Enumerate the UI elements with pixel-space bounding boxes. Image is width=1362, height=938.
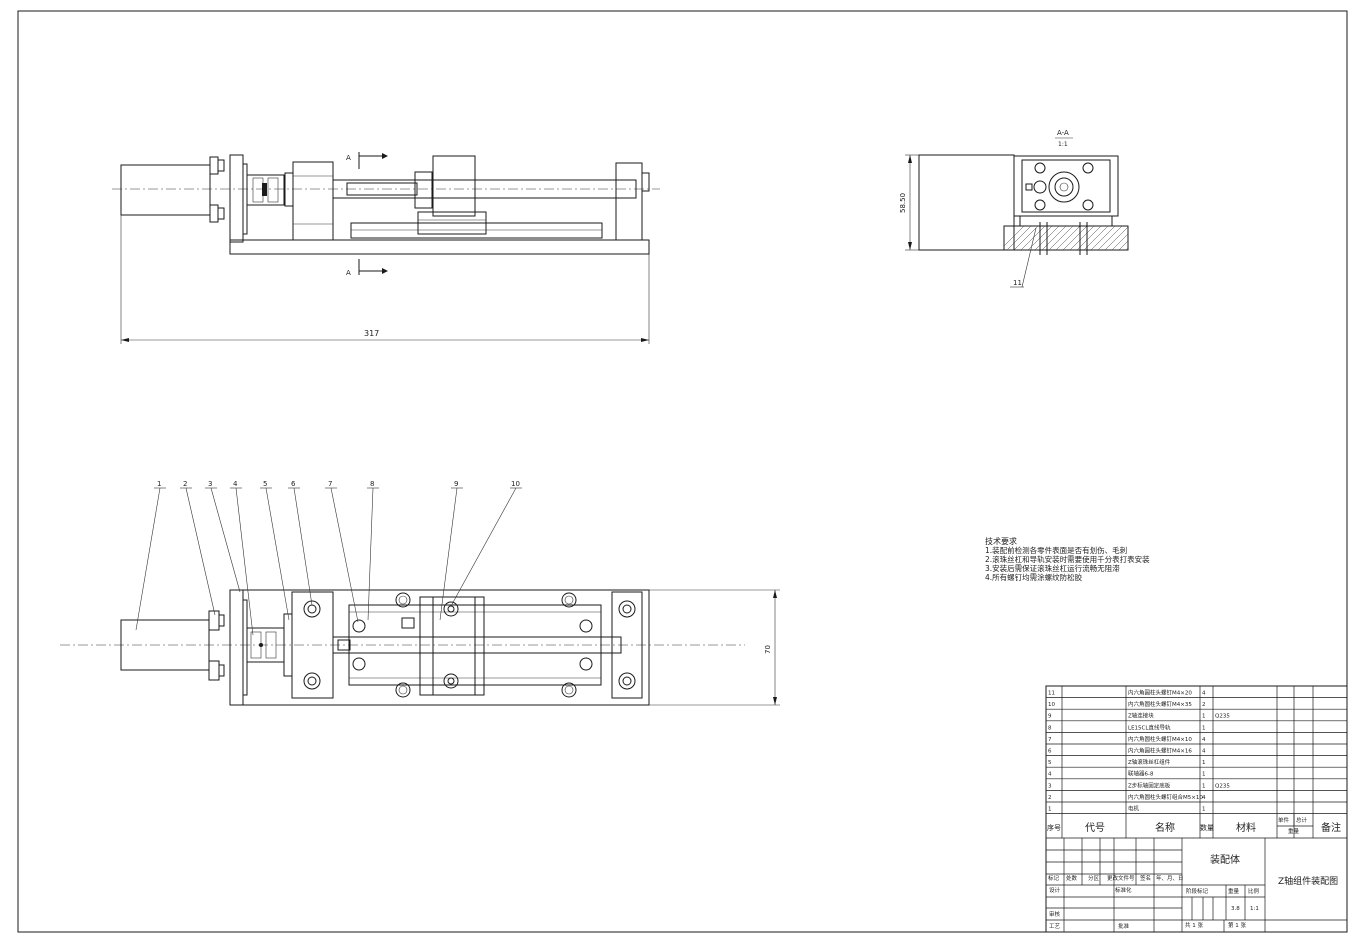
front-view: A A 317 [112,152,660,344]
bom-row-qty: 4 [1202,737,1206,743]
tb-scale-value: 1:1 [1250,906,1259,912]
bom-row-no: 4 [1048,772,1052,778]
bom-row-name: 内六角圆柱头螺钉M4×20 [1128,689,1192,697]
bom-row-no: 9 [1048,714,1052,720]
bom-row-qty: 1 [1202,725,1206,731]
section-mark-bottom: A [346,269,351,277]
bom-row-no: 5 [1048,760,1052,766]
tech-req-title: 技术要求 [985,536,1017,546]
tb-stage-mark: 阶段标记 [1186,887,1209,895]
bom-header-total: 总计 [1296,816,1308,824]
bom-row-no: 10 [1048,702,1055,708]
tb-mark-5: 年、月、日 [1156,874,1184,882]
tb-mark-0: 标记 [1048,874,1060,882]
section-view-scale: 1:1 [1058,141,1068,148]
bom-header-material: 材料 [1236,821,1256,834]
bom-row-qty: 4 [1202,795,1206,801]
dimension-height-top: 70 [764,645,772,654]
dimension-height-side: 58.50 [899,193,907,213]
bom-row-qty: 1 [1202,760,1206,766]
bom-row-name: 内六角圆柱头螺钉组合M5×10 [1128,793,1203,801]
balloon-11: 11 [1013,279,1022,287]
balloon-3: 3 [208,480,212,488]
bom-header-code: 代号 [1085,822,1105,834]
tb-mark-4: 签名 [1140,874,1151,882]
tb-standardize: 标准化 [1115,886,1132,894]
bom-row-qty: 4 [1202,691,1206,697]
bom-row-name: Z步标轴固定底板 [1128,781,1171,789]
tech-req-line-2: 2.滚珠丝杠和导轨安装时需要使用千分表打表安装 [985,554,1150,564]
section-hatching [1004,226,1128,250]
bom-header-no: 序号 [1047,823,1061,832]
bom-row-no: 2 [1048,795,1052,801]
tb-mark-2: 分区 [1088,874,1100,882]
bom-row-no: 6 [1048,749,1052,755]
bom-row-no: 8 [1048,725,1052,731]
bom-row-qty: 1 [1202,783,1206,789]
bom-row-qty: 1 [1202,714,1206,720]
section-view-label: A-A [1057,129,1069,137]
bom-row-no: 1 [1048,807,1052,813]
bom-header-weight: 重量 [1288,827,1300,835]
tb-weight-label: 重量 [1228,887,1240,895]
bom-row-name: LE15CL直线导轨 [1128,723,1171,731]
bom-row-material: Q235 [1215,714,1230,720]
balloon-5: 5 [263,480,267,488]
balloon-9: 9 [454,480,458,488]
side-section-view: A-A 1:1 58.50 11 [899,129,1129,288]
tb-process: 工艺 [1049,923,1061,930]
bom-header-single: 单件 [1278,816,1290,824]
bom-row-qty: 1 [1202,772,1206,778]
tech-req-line-1: 1.装配前检测各零件表面是否有划伤、毛刺 [985,545,1127,555]
bom-row-name: 联轴器6-8 [1128,770,1154,778]
tb-sheets: 共 1 张 [1185,921,1203,929]
tb-scale-label: 比例 [1248,887,1260,895]
section-mark-top: A [346,154,351,162]
bom-row-name: Z轴连接块 [1128,712,1154,720]
tb-review: 审核 [1049,910,1061,918]
bom-row-no: 3 [1048,783,1052,789]
bom-row-qty: 1 [1202,807,1206,813]
tech-req-line-3: 3.安装后需保证滚珠丝杠运行流畅无阻滞 [985,563,1120,573]
bom-header-remark: 备注 [1321,821,1341,834]
tb-approve: 批准 [1118,922,1130,930]
tb-sheet-no: 第 1 张 [1228,921,1246,929]
bom-row-name: Z轴滚珠丝杠组件 [1128,758,1171,766]
technical-requirements: 技术要求 1.装配前检测各零件表面是否有划伤、毛刺 2.滚珠丝杠和导轨安装时需要… [985,536,1150,582]
bom-row-name: 内六角圆柱头螺钉M4×16 [1128,747,1192,755]
balloon-8: 8 [370,480,374,488]
balloon-4: 4 [233,480,238,488]
balloon-7: 7 [328,480,332,488]
tech-req-line-4: 4.所有螺钉均需涂螺纹防松胶 [985,572,1083,582]
bom-header-name: 名称 [1155,821,1175,834]
bom-row-qty: 4 [1202,749,1206,755]
tb-mark-1: 处数 [1066,874,1078,882]
balloon-2: 2 [183,480,187,488]
bom-row-no: 7 [1048,737,1052,743]
tb-design: 设计 [1049,886,1061,894]
bom-row-material: Q235 [1215,783,1230,789]
bom-row-name: 内六角圆柱头螺钉M4×35 [1128,700,1192,708]
balloon-10: 10 [511,480,520,488]
tb-weight-value: 3.8 [1231,906,1240,912]
bom-row-name: 电机 [1128,805,1140,813]
bom-row-name: 内六角圆柱头螺钉M4×10 [1128,735,1192,743]
tb-mark-3: 更改文件号 [1107,874,1135,882]
bom-header-qty: 数量 [1200,823,1214,832]
tb-drawing-title: Z轴组件装配图 [1278,875,1338,887]
balloon-6: 6 [291,480,296,488]
tb-assembly: 装配体 [1210,853,1240,866]
top-view: 70 1 2 3 4 5 6 7 8 9 10 [60,480,780,706]
dimension-overall-length: 317 [364,329,379,338]
balloon-1: 1 [157,480,161,488]
drawing-frame [17,10,1348,933]
bom-row-no: 11 [1048,691,1055,697]
bom-row-qty: 2 [1202,702,1206,708]
